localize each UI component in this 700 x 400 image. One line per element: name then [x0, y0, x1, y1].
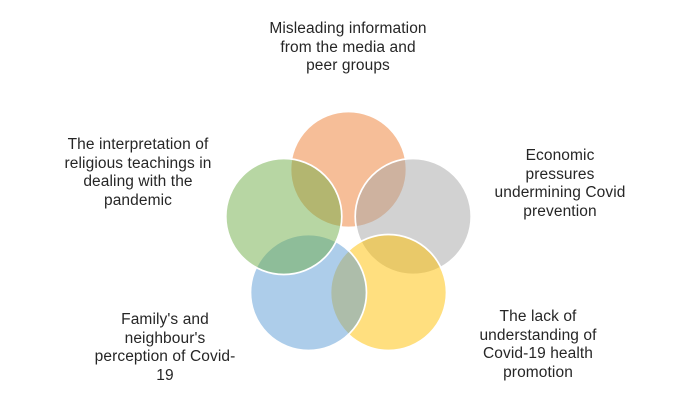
label-misleading-media: Misleading information from the media an… — [269, 20, 427, 74]
label-religious-teachings: The interpretation of religious teaching… — [64, 136, 212, 209]
label-lack-of-understanding: The lack of understanding of Covid-19 he… — [479, 308, 597, 381]
label-family-perception: Family's and neighbour's perception of C… — [94, 311, 236, 384]
venn-circle-religious-teachings — [224, 157, 343, 276]
label-economic-pressures: Economic pressures undermining Covid pre… — [494, 147, 626, 220]
